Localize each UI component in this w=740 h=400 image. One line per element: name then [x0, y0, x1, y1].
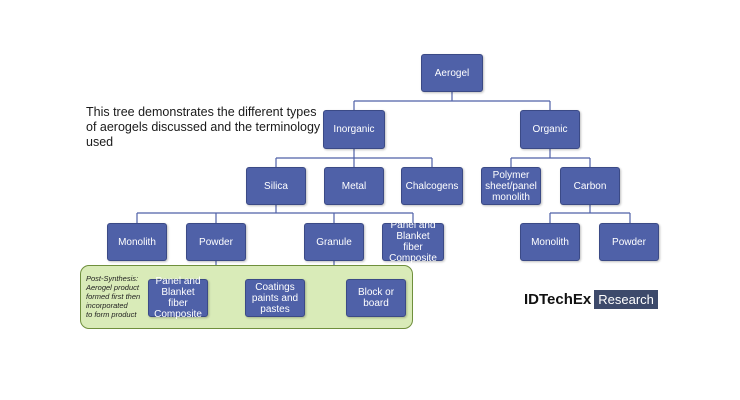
- node-panel-blanket-label: Panel and Blanket fiber Composite: [389, 220, 437, 264]
- node-monolith: Monolith: [107, 223, 167, 261]
- node-carbon-monolith: Monolith: [520, 223, 580, 261]
- logo-tag: Research: [594, 290, 658, 309]
- node-aerogel-label: Aerogel: [434, 67, 470, 79]
- post-synthesis-note: Post-Synthesis: Aerogel product formed f…: [86, 274, 141, 319]
- connector-silica: [136, 205, 414, 223]
- diagram-caption: This tree demonstrates the different typ…: [86, 105, 321, 149]
- node-carbon-powder-label: Powder: [612, 236, 646, 248]
- connector-carbon: [549, 205, 631, 223]
- node-chalcogens: Chalcogens: [401, 167, 463, 205]
- node-silica-label: Silica: [264, 180, 288, 192]
- node-powder-label: Powder: [199, 236, 233, 248]
- connector-aerogel: [353, 92, 551, 110]
- node-chalcogens-label: Chalcogens: [405, 180, 459, 192]
- node-inorganic: Inorganic: [323, 110, 385, 149]
- node-inorganic-label: Inorganic: [333, 124, 375, 135]
- node-organic-label: Organic: [532, 124, 568, 135]
- node-carbon-monolith-label: Monolith: [531, 236, 569, 248]
- node-polymer-label: Polymer sheet/panel monolith: [485, 169, 537, 203]
- node-carbon-powder: Powder: [599, 223, 659, 261]
- node-block-or-board: Block or board: [346, 279, 406, 317]
- node-panel-blanket-fiber-composite: Panel and Blanket fiber Composite: [382, 220, 444, 264]
- node-carbon: Carbon: [560, 167, 620, 205]
- node-post-panel-blanket-label: Panel and Blanket fiber Composite: [154, 276, 202, 320]
- node-coatings-label: Coatings paints and pastes: [251, 281, 299, 315]
- node-granule: Granule: [304, 223, 364, 261]
- node-powder: Powder: [186, 223, 246, 261]
- node-polymer-sheet-panel-monolith: Polymer sheet/panel monolith: [481, 167, 541, 205]
- node-coatings-paints-pastes: Coatings paints and pastes: [245, 279, 305, 317]
- node-carbon-label: Carbon: [573, 180, 607, 192]
- node-organic: Organic: [520, 110, 580, 149]
- node-silica: Silica: [246, 167, 306, 205]
- logo-brand: IDTechEx: [524, 291, 592, 308]
- node-block-board-label: Block or board: [357, 287, 395, 309]
- node-granule-label: Granule: [316, 236, 352, 248]
- node-post-panel-blanket-fiber-composite: Panel and Blanket fiber Composite: [148, 276, 208, 320]
- node-monolith-label: Monolith: [118, 236, 156, 248]
- idtechex-logo: IDTechEx Research: [524, 290, 658, 309]
- node-metal: Metal: [324, 167, 384, 205]
- connector-inorganic: [275, 149, 433, 167]
- connector-organic: [510, 149, 591, 167]
- node-aerogel: Aerogel: [421, 54, 483, 92]
- node-metal-label: Metal: [341, 180, 367, 192]
